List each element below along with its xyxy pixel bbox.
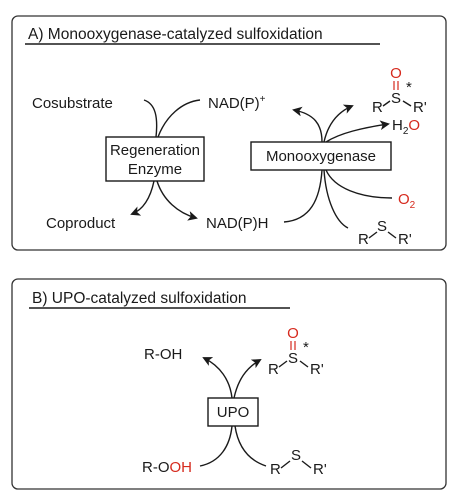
monooxygenase-box (250, 141, 392, 171)
sulfoxide-b-bond-left (278, 360, 288, 368)
water-arrow (325, 120, 390, 143)
r-oh-arrow (202, 357, 233, 399)
sulfoxide-b-bond-right (299, 360, 309, 368)
sulfoxide-a-sulfur: S (391, 90, 401, 107)
sulfide-b-bond-left (280, 460, 291, 469)
sulfoxide-b-oxygen: O (287, 325, 299, 342)
water-sub: 2 (403, 126, 409, 137)
panel-b: B) UPO-catalyzed sulfoxidation UPO R-OH … (11, 278, 447, 490)
panel-b-title: B) UPO-catalyzed sulfoxidation (32, 290, 247, 307)
upo-sulfide-curve (234, 425, 267, 467)
sulfide-b-bond-right (301, 460, 312, 469)
sulfide-curve (323, 169, 349, 229)
sulfide-a-bond-left (368, 231, 378, 239)
panel-a: A) Monooxygenase-catalyzed sulfoxidation… (11, 15, 447, 251)
regeneration-enzyme-line2: Enzyme (128, 161, 182, 178)
r-ooh-prefix: R-O (142, 459, 170, 476)
sulfide-substrate-a: R S R' (358, 218, 412, 248)
nadp-plus-curve (157, 99, 201, 138)
sulfoxide-b-r: R (268, 361, 279, 378)
upo-box (207, 397, 259, 427)
sulfide-a-bond-right (387, 231, 397, 239)
r-ooh-red: OH (170, 459, 193, 476)
coproduct-label: Coproduct (46, 215, 116, 232)
regeneration-enzyme-box (105, 136, 205, 182)
oxygen-label: O2 (398, 191, 416, 211)
sulfoxide-product-a: O S * R R' (372, 65, 427, 116)
sulfide-a-sulfur: S (377, 218, 387, 235)
upo-label: UPO (217, 404, 250, 421)
sulfoxide-a-bond-left (382, 100, 391, 107)
nadp-plus-text: NAD(P) (208, 95, 260, 112)
water-label: H2O (392, 117, 420, 137)
nadph-label: NAD(P)H (206, 215, 269, 232)
oxygen-sub: 2 (410, 200, 416, 211)
r-ooh-curve (199, 425, 233, 467)
sulfide-b-r: R (270, 461, 281, 478)
sulfoxide-product-b: O S * R R' (268, 325, 324, 378)
cosubstrate-curve (143, 99, 158, 138)
upo-product-arrow (233, 359, 262, 399)
sulfide-a-r: R (358, 231, 369, 248)
r-oh-label: R-OH (144, 346, 182, 363)
regeneration-enzyme-line1: Regeneration (110, 142, 200, 159)
monooxygenase-label: Monooxygenase (266, 148, 376, 165)
sulfide-substrate-b: R S R' (270, 447, 327, 478)
sulfoxide-a-r-prime: R' (413, 99, 427, 116)
sulfoxide-a-oxygen: O (390, 65, 402, 82)
water-h: H (392, 117, 403, 134)
sulfide-b-sulfur: S (291, 447, 301, 464)
sulfoxide-a-r: R (372, 99, 383, 116)
oxygen-o: O (398, 191, 410, 208)
water-o: O (408, 117, 420, 134)
sulfoxide-a-star: * (406, 79, 412, 96)
nadph-to-monooxygenase-curve (283, 169, 323, 223)
coproduct-arrow (130, 180, 155, 216)
nadp-plus-label: NAD(P)+ (208, 94, 266, 112)
panel-a-frame (11, 15, 447, 251)
nadp-plus-arrow (292, 106, 323, 143)
nadp-plus-sup: + (260, 94, 266, 105)
sulfide-a-r-prime: R' (398, 231, 412, 248)
oxygen-curve (325, 169, 393, 199)
product-arrow (323, 104, 354, 143)
sulfoxide-b-r-prime: R' (310, 361, 324, 378)
r-ooh-label: R-OOH (142, 459, 192, 476)
sulfide-b-r-prime: R' (313, 461, 327, 478)
sulfoxide-b-sulfur: S (288, 350, 298, 367)
nadph-arrow (156, 180, 198, 221)
cosubstrate-label: Cosubstrate (32, 95, 113, 112)
panel-a-title: A) Monooxygenase-catalyzed sulfoxidation (28, 26, 323, 43)
sulfoxide-b-star: * (303, 339, 309, 356)
sulfoxide-a-bond-right (402, 100, 412, 107)
